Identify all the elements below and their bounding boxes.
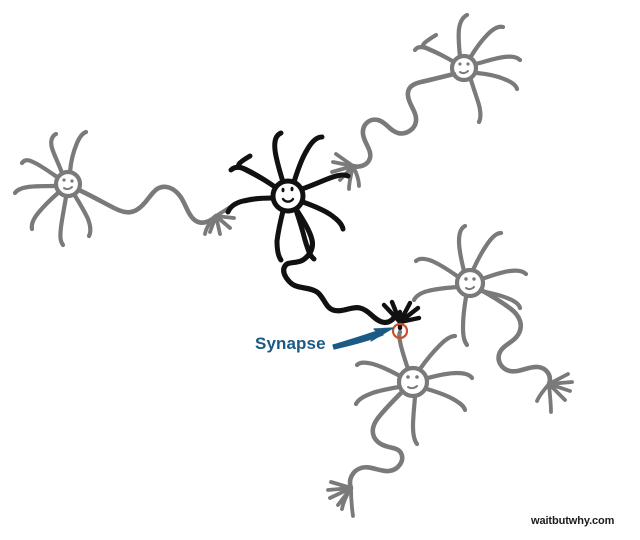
neuron-center-black — [225, 130, 422, 331]
neuron-topright-gray — [330, 12, 523, 191]
neuron-bottom-gray-axon-terminal — [326, 480, 355, 518]
neuron-left-gray — [12, 129, 236, 248]
eye-icon — [472, 277, 476, 281]
arrow-shaft — [332, 329, 384, 350]
neuron-bottom-gray-soma-fill — [399, 368, 427, 396]
neuron-bottom-gray-synaptic-dendrite — [397, 329, 411, 372]
watermark: waitbutwhy.com — [531, 515, 615, 527]
synapse-label: Synapse — [255, 334, 326, 353]
neuron-left-gray-soma — [53, 169, 83, 199]
synapse-pointer-arrow — [332, 327, 394, 350]
neuron-left-gray-face — [62, 178, 74, 191]
neuron-center-black-face — [281, 186, 295, 203]
neuron-left-gray-axon — [76, 184, 219, 225]
neuron-center-black-axon-terminal — [381, 299, 422, 331]
eye-icon — [464, 277, 468, 281]
neuron-center-black-dendrites — [225, 130, 351, 263]
neuron-left-gray-dendrites — [12, 129, 93, 248]
neuron-left-gray-axon-terminal — [203, 204, 236, 236]
eye-icon — [281, 187, 285, 193]
eye-icon — [290, 186, 294, 192]
mouth-icon — [407, 385, 418, 390]
neuron-bottom-gray-face — [406, 375, 419, 390]
neuron-topright-gray-face — [458, 62, 470, 75]
neuron-topright-gray-dendrites — [412, 12, 523, 125]
mouth-icon — [281, 197, 295, 203]
eye-icon — [458, 62, 462, 66]
neuron-left-gray-soma-fill — [56, 172, 80, 196]
neuron-midright-gray — [411, 223, 574, 414]
eye-icon — [466, 62, 470, 66]
synapse-marker-icon — [391, 322, 409, 340]
neuron-bottom-gray — [326, 329, 475, 518]
neuron-center-black-axon — [281, 206, 399, 326]
arrow-head — [370, 327, 394, 342]
neuron-topright-gray-axon-terminal — [330, 152, 361, 191]
neuron-center-black-soma-fill — [273, 181, 303, 211]
eye-icon — [406, 375, 410, 379]
neuron-topright-gray-axon — [350, 71, 457, 169]
eye-icon — [62, 178, 66, 182]
neuron-midright-gray-face — [464, 277, 476, 291]
neuron-midright-gray-axon — [478, 287, 553, 387]
neuron-midright-gray-soma-fill — [457, 270, 483, 296]
neuron-topright-gray-soma — [449, 53, 479, 83]
eye-icon — [415, 375, 419, 379]
mouth-icon — [465, 286, 475, 291]
neuron-midright-gray-soma — [454, 267, 486, 299]
mouth-icon — [63, 186, 73, 191]
neuron-topright-gray-soma-fill — [452, 56, 476, 80]
neuron-bottom-gray-dendrites — [353, 329, 475, 447]
neuron-bottom-gray-axon — [347, 389, 405, 491]
neuron-center-black-soma — [270, 178, 306, 214]
neuron-bottom-gray-soma — [396, 365, 430, 399]
mouth-icon — [459, 70, 469, 75]
neuron-midright-gray-axon-terminal — [535, 372, 574, 414]
neuron-midright-gray-dendrites — [411, 223, 529, 348]
eye-icon — [70, 179, 74, 183]
